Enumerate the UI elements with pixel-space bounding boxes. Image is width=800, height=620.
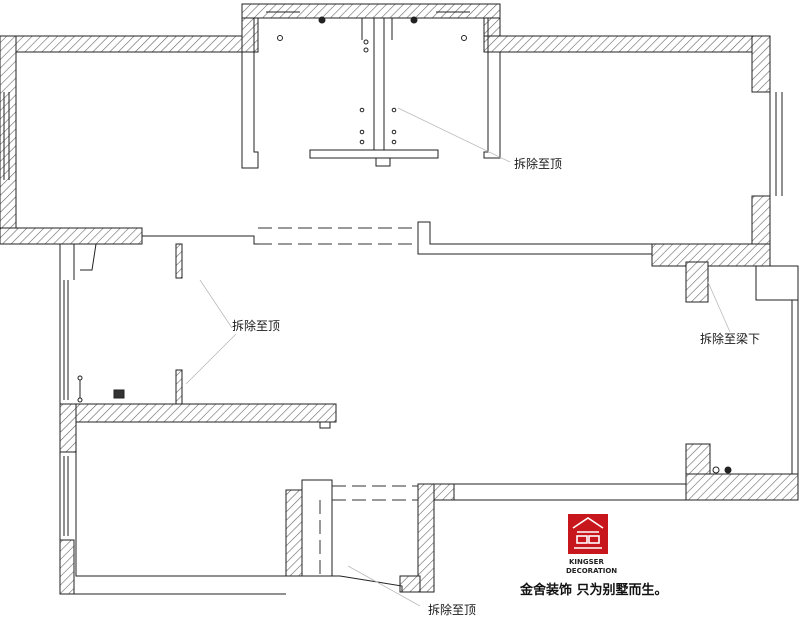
annotation-middle: 拆除至顶 xyxy=(232,318,280,333)
annotation-leaders xyxy=(185,107,731,607)
logo-name-line1: KINGSER xyxy=(569,558,604,566)
structural-walls xyxy=(0,3,799,595)
annotation-bottom: 拆除至顶 xyxy=(428,602,476,617)
annotation-right: 拆除至梁下 xyxy=(700,331,760,346)
bathroom-partitions xyxy=(266,11,470,167)
fixtures xyxy=(77,375,732,474)
brand-logo: KINGSER DECORATION 金舍装饰 只为别墅而生。 xyxy=(519,514,668,598)
demolition-lines xyxy=(258,227,418,576)
annotation-top-room: 拆除至顶 xyxy=(514,156,562,171)
wall-outlines xyxy=(3,17,799,595)
logo-slogan: 金舍装饰 只为别墅而生。 xyxy=(519,582,668,598)
logo-name-line2: DECORATION xyxy=(566,567,617,575)
